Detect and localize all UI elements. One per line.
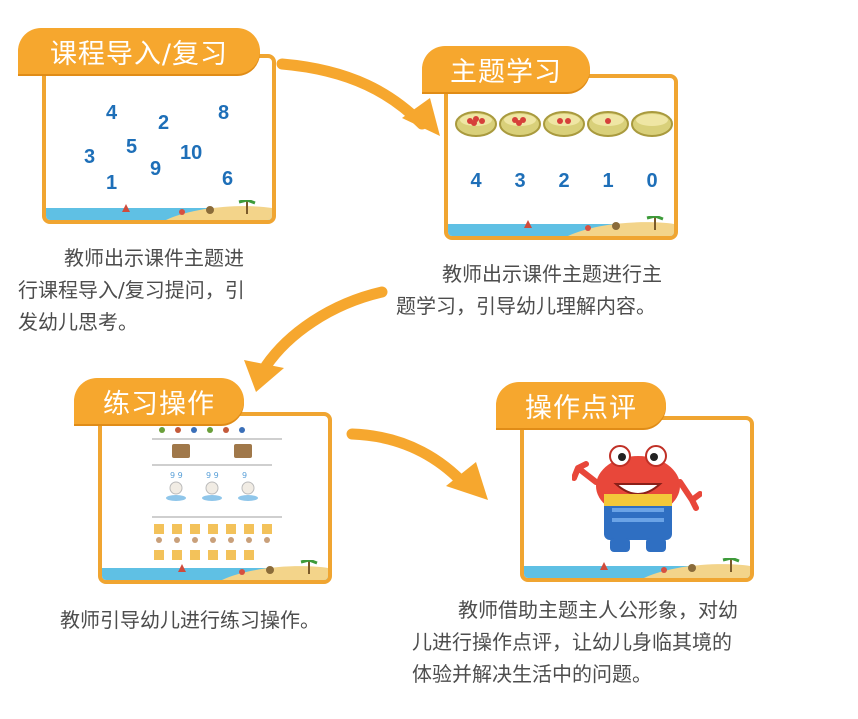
arrow-3-to-4 — [346, 428, 472, 492]
panel-practice: 9 9 9 9 9 — [98, 412, 332, 584]
crab-mascot-icon — [572, 445, 702, 552]
caption-line: 题学习，引导幼儿理解内容。 — [396, 294, 656, 318]
beach-scene-icon — [46, 200, 272, 220]
arrow-3-head — [446, 462, 488, 500]
caption-line: 教师引导幼儿进行练习操作。 — [60, 608, 320, 632]
caption-theme-learning: 教师出示课件主题进行主 题学习，引导幼儿理解内容。 — [396, 258, 662, 322]
number-label: 2 — [158, 112, 170, 134]
tab-theme-learning: 主题学习 — [422, 46, 590, 92]
panel-theme-learning: 4 3 2 1 0 — [444, 74, 678, 240]
caption-practice: 教师引导幼儿进行练习操作。 — [60, 604, 320, 636]
arrow-1-to-2 — [276, 58, 428, 130]
number-label: 1 — [602, 170, 614, 192]
tab-label: 课程导入/复习 — [49, 38, 229, 70]
svg-text:9: 9 — [242, 471, 247, 480]
caption-line: 教师出示课件主题进行主 — [442, 262, 662, 286]
number-label: 9 — [150, 158, 162, 180]
worksheet-thumbnail: 9 9 9 9 9 — [152, 427, 282, 560]
tab-label: 操作点评 — [525, 392, 637, 424]
caption-line: 体验并解决生活中的问题。 — [412, 662, 652, 686]
number-label: 3 — [514, 170, 526, 192]
tab-label: 主题学习 — [450, 56, 562, 88]
tab-practice: 练习操作 — [74, 378, 244, 424]
caption-line: 行课程导入/复习提问，引 — [18, 278, 245, 302]
number-label: 10 — [180, 142, 203, 164]
number-label: 1 — [106, 172, 118, 194]
number-label: 3 — [84, 146, 96, 168]
panel-review — [520, 416, 754, 582]
caption-line: 儿进行操作点评，让幼儿身临其境的 — [412, 630, 732, 654]
panel-course-intro: 4 2 8 3 5 10 9 1 6 — [42, 54, 276, 224]
caption-review: 教师借助主题主人公形象，对幼 儿进行操作点评，让幼儿身临其境的 体验并解决生活中… — [412, 594, 738, 690]
svg-text:9 9: 9 9 — [206, 471, 219, 480]
number-label: 5 — [126, 136, 138, 158]
tab-review: 操作点评 — [496, 382, 666, 428]
arrow-2-head — [244, 360, 284, 392]
svg-text:9 9: 9 9 — [170, 471, 183, 480]
caption-course-intro: 教师出示课件主题进 行课程导入/复习提问，引 发幼儿思考。 — [18, 242, 245, 338]
caption-line: 发幼儿思考。 — [18, 310, 138, 334]
bowl-icon — [499, 111, 541, 137]
tab-label: 练习操作 — [103, 388, 215, 420]
bowl-icon — [631, 111, 673, 137]
beach-scene-icon — [448, 216, 674, 236]
bowls-row — [455, 111, 673, 137]
bowl-icon — [587, 111, 629, 137]
caption-line: 教师借助主题主人公形象，对幼 — [458, 598, 738, 622]
bowl-icon — [543, 111, 585, 137]
number-label: 6 — [222, 168, 234, 190]
tab-course-intro: 课程导入/复习 — [18, 28, 260, 74]
number-label: 4 — [106, 102, 118, 124]
number-label: 2 — [558, 170, 570, 192]
number-label: 8 — [218, 102, 230, 124]
beach-scene-icon — [102, 560, 328, 580]
arrow-2-to-3 — [260, 286, 388, 372]
number-label: 4 — [470, 170, 482, 192]
number-label: 0 — [646, 170, 658, 192]
arrow-1-head — [402, 98, 440, 136]
caption-line: 教师出示课件主题进 — [64, 246, 244, 270]
bowl-icon — [455, 111, 497, 137]
beach-scene-icon — [524, 558, 750, 578]
